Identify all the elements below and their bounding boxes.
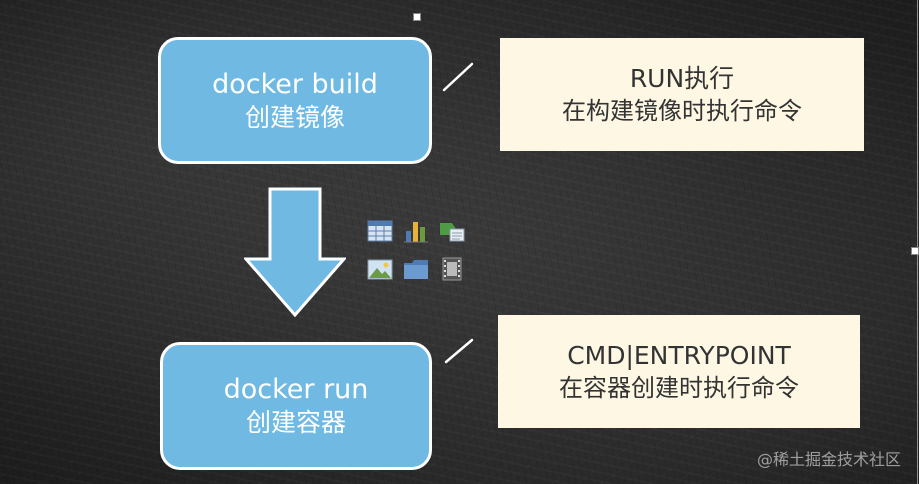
run-note-title: RUN执行: [629, 63, 735, 93]
selection-border: [917, 0, 918, 484]
selection-handle-top[interactable]: [413, 13, 421, 21]
cmd-note-title: CMD|ENTRYPOINT: [567, 340, 791, 370]
docker-build-command: docker build: [212, 68, 378, 100]
cmd-note-box: CMD|ENTRYPOINT 在容器创建时执行命令: [498, 315, 860, 428]
watermark-text: @稀土掘金技术社区: [756, 450, 901, 469]
down-arrow-icon: [244, 187, 346, 317]
docker-run-command: docker run: [223, 374, 369, 405]
connector-line-cmd: [444, 338, 474, 364]
chart-icon[interactable]: [402, 217, 430, 245]
docker-build-box[interactable]: docker build 创建镜像: [158, 37, 432, 164]
run-note-text: 在构建镜像时执行命令: [562, 96, 802, 125]
docker-run-box[interactable]: docker run 创建容器: [160, 342, 432, 470]
connector-line-run: [442, 62, 474, 92]
docker-run-description: 创建容器: [245, 408, 346, 437]
selection-handle-right[interactable]: [911, 247, 919, 255]
docker-build-description: 创建镜像: [244, 102, 345, 132]
smartart-icon[interactable]: [438, 217, 466, 245]
folder-icon[interactable]: [402, 255, 430, 283]
table-icon[interactable]: [366, 217, 394, 245]
video-icon[interactable]: [438, 255, 466, 283]
picture-icon[interactable]: [366, 255, 394, 283]
run-note-box: RUN执行 在构建镜像时执行命令: [500, 38, 864, 151]
content-placeholder-icons: [366, 217, 468, 285]
cmd-note-text: 在容器创建时执行命令: [559, 373, 799, 402]
